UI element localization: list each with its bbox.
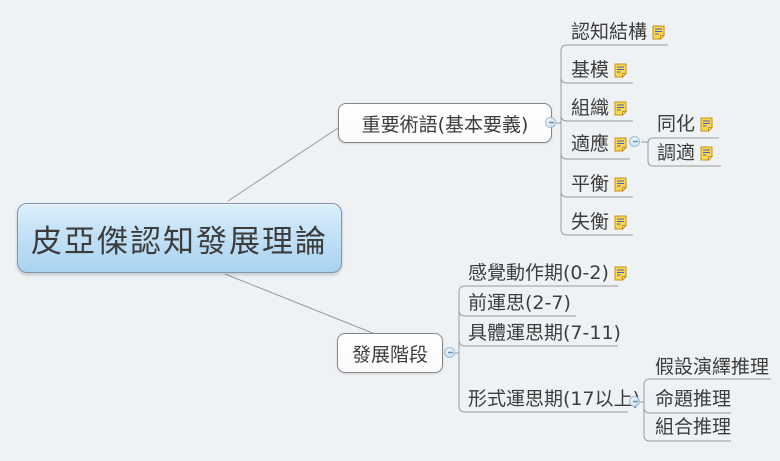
topic-accommodation[interactable]: 調適 bbox=[657, 142, 714, 164]
topic-assimilation[interactable]: 同化 bbox=[657, 113, 714, 135]
topic-sensorimotor[interactable]: 感覺動作期(0-2) bbox=[468, 263, 627, 283]
topic-label: 假設演繹推理 bbox=[655, 356, 770, 378]
connector-path bbox=[560, 114, 633, 122]
note-icon[interactable] bbox=[614, 177, 628, 192]
connector-path bbox=[560, 44, 668, 236]
topic-label: 命題推理 bbox=[655, 388, 732, 410]
collapse-minus-icon[interactable] bbox=[545, 117, 556, 128]
topic-propositional-reasoning[interactable]: 命題推理 bbox=[655, 389, 731, 409]
topic-root-label: 皮亞傑認知發展理論 bbox=[31, 223, 328, 260]
connector-path bbox=[647, 137, 721, 167]
note-icon[interactable] bbox=[614, 101, 628, 116]
connector-path bbox=[560, 152, 630, 160]
topic-hypothetico-deductive[interactable]: 假設演繹推理 bbox=[655, 357, 769, 377]
topic-root[interactable]: 皮亞傑認知發展理論 bbox=[17, 203, 342, 273]
topic-combinatorial-reasoning[interactable]: 組合推理 bbox=[655, 417, 731, 437]
topic-label: 平衡 bbox=[571, 173, 610, 195]
topic-schema[interactable]: 基模 bbox=[571, 59, 628, 81]
topic-key-terms[interactable]: 重要術語(基本要義) bbox=[338, 103, 552, 143]
topic-label: 發展階段 bbox=[351, 343, 428, 366]
topic-equilibrium[interactable]: 平衡 bbox=[571, 173, 628, 195]
topic-concrete-operational[interactable]: 具體運思期(7-11) bbox=[468, 323, 621, 343]
topic-dev-stages[interactable]: 發展階段 bbox=[337, 333, 443, 373]
topic-label: 形式運思期(17以上) bbox=[468, 388, 641, 410]
connector-path bbox=[224, 273, 376, 335]
note-icon[interactable] bbox=[614, 266, 627, 281]
topic-label: 調適 bbox=[657, 142, 696, 164]
topic-label: 組合推理 bbox=[655, 416, 732, 438]
connector-path bbox=[458, 309, 576, 317]
connector-path bbox=[458, 339, 618, 347]
note-icon[interactable] bbox=[614, 63, 628, 78]
topic-cognitive-structure[interactable]: 認知結構 bbox=[571, 21, 666, 43]
note-icon[interactable] bbox=[700, 146, 714, 161]
collapse-minus-icon[interactable] bbox=[629, 396, 640, 407]
topic-label: 同化 bbox=[657, 113, 696, 135]
topic-label: 適應 bbox=[571, 133, 610, 155]
topic-organization[interactable]: 組織 bbox=[571, 97, 628, 119]
topic-label: 前運思(2-7) bbox=[468, 292, 571, 314]
connector-path bbox=[458, 285, 628, 413]
connector-path bbox=[227, 127, 339, 202]
topic-label: 認知結構 bbox=[571, 21, 648, 43]
topic-label: 組織 bbox=[571, 97, 610, 119]
topic-label: 具體運思期(7-11) bbox=[468, 322, 621, 344]
topic-formal-operational[interactable]: 形式運思期(17以上) bbox=[468, 389, 640, 409]
collapse-minus-icon[interactable] bbox=[629, 136, 640, 147]
collapse-minus-icon[interactable] bbox=[444, 347, 455, 358]
topic-label: 感覺動作期(0-2) bbox=[468, 262, 609, 284]
note-icon[interactable] bbox=[614, 215, 628, 230]
connector-path bbox=[560, 190, 633, 198]
topic-label: 失衡 bbox=[571, 211, 610, 233]
note-icon[interactable] bbox=[652, 25, 666, 40]
note-icon[interactable] bbox=[700, 117, 714, 132]
topic-preoperational[interactable]: 前運思(2-7) bbox=[468, 293, 571, 313]
topic-label: 重要術語(基本要義) bbox=[361, 113, 529, 136]
connector-path bbox=[643, 406, 731, 414]
topic-disequilibrium[interactable]: 失衡 bbox=[571, 211, 628, 233]
connector-path bbox=[560, 76, 633, 84]
topic-label: 基模 bbox=[571, 59, 610, 81]
topic-adaptation[interactable]: 適應 bbox=[571, 133, 628, 155]
note-icon[interactable] bbox=[614, 137, 628, 152]
